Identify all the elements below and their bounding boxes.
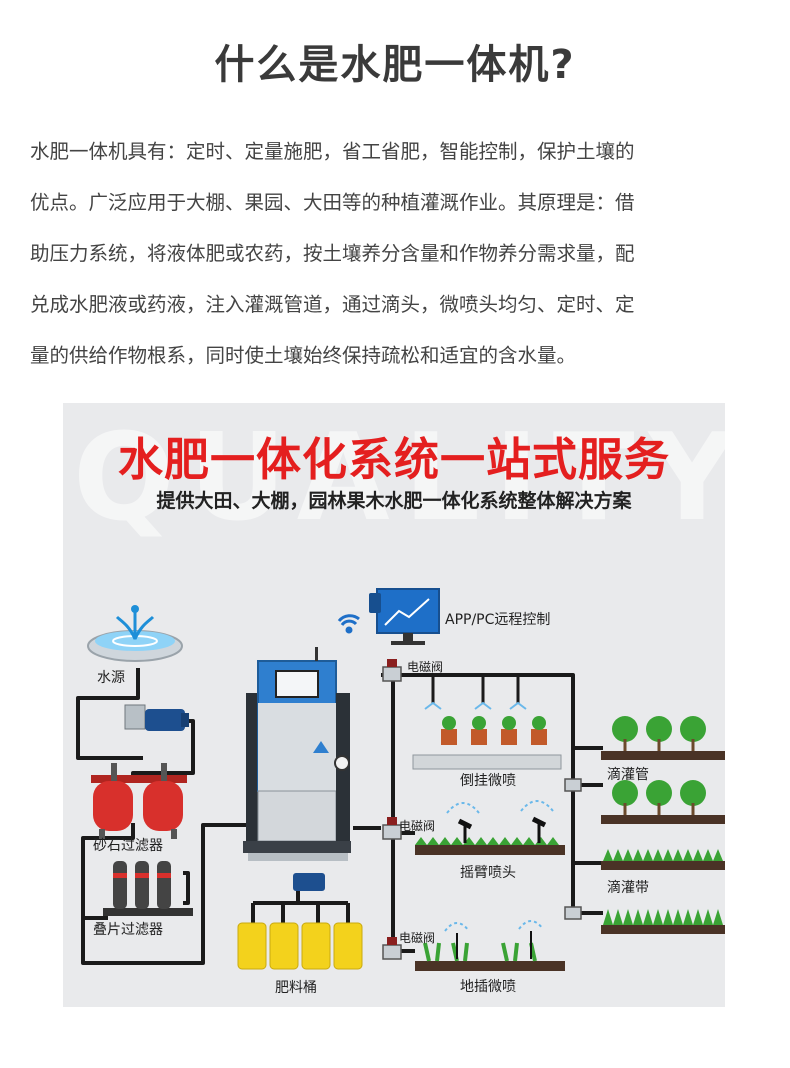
water-source-label: 水源: [97, 670, 125, 686]
sand-filter-icon: [91, 763, 187, 839]
solenoid-valve-icon: [382, 666, 582, 960]
remote-control-label: APP/PC远程控制: [445, 612, 551, 628]
drip-pipe-trees-icon: [601, 716, 725, 824]
sand-filter-label: 砂石过滤器: [93, 838, 163, 854]
disc-filter-label: 叠片过滤器: [93, 922, 163, 938]
hanging-spray-label: 倒挂微喷: [460, 773, 516, 789]
monitor-icon: [369, 588, 440, 645]
pump-icon: [124, 704, 189, 731]
intro-line: 优点。广泛应用于大棚、果园、大田等的种植灌溉作业。其原理是：借: [30, 191, 635, 214]
solenoid-valve-label-3: 电磁阀: [399, 931, 436, 945]
drip-pipe-label: 滴灌管: [607, 767, 649, 783]
rocker-sprinkler-icon: [415, 800, 565, 855]
ground-spray-label: 地插微喷: [460, 979, 516, 995]
drip-tape-label: 滴灌带: [607, 880, 649, 896]
intro-line: 助压力系统，将液体肥或农药，按土壤养分含量和作物养分需求量，配: [30, 242, 635, 265]
intro-line: 量的供给作物根系，同时使土壤始终保持疏松和适宜的含水量。: [30, 344, 577, 367]
solenoid-valve-label-2: 电磁阀: [399, 819, 436, 833]
water-source-icon: [87, 605, 183, 662]
diagram-graphics: [76, 588, 725, 971]
fertigation-machine-icon: [243, 647, 351, 861]
solenoid-valve-cap-icon: [387, 659, 397, 945]
disc-filter-icon: [103, 861, 193, 916]
hanging-spray-icon: [412, 675, 562, 770]
diagram-subtitle: 提供大田、大棚，园林果木水肥一体化系统整体解决方案: [156, 490, 632, 512]
intro-line: 水肥一体机具有：定时、定量施肥，省工省肥，智能控制，保护土壤的: [30, 140, 635, 163]
system-diagram: QUALITY: [63, 403, 725, 1007]
page-title: 什么是水肥一体机?: [214, 42, 576, 88]
diagram-title: 水肥一体化系统一站式服务: [117, 433, 670, 486]
drip-tape-crops-icon: [601, 849, 725, 934]
fertilizer-buckets-icon: [237, 873, 363, 970]
wifi-icon: [337, 614, 360, 634]
intro-line: 兑成水肥液或药液，注入灌溉管道，通过滴头，微喷头均匀、定时、定: [30, 293, 635, 316]
intro-paragraph: 水肥一体机具有：定时、定量施肥，省工省肥，智能控制，保护土壤的 优点。广泛应用于…: [30, 126, 765, 381]
fertilizer-bucket-label: 肥料桶: [275, 980, 317, 996]
rocker-sprinkler-label: 摇臂喷头: [460, 865, 516, 881]
solenoid-valve-label-1: 电磁阀: [407, 660, 444, 674]
watermark-text: QUALITY: [73, 409, 725, 548]
ground-spray-icon: [415, 920, 565, 971]
